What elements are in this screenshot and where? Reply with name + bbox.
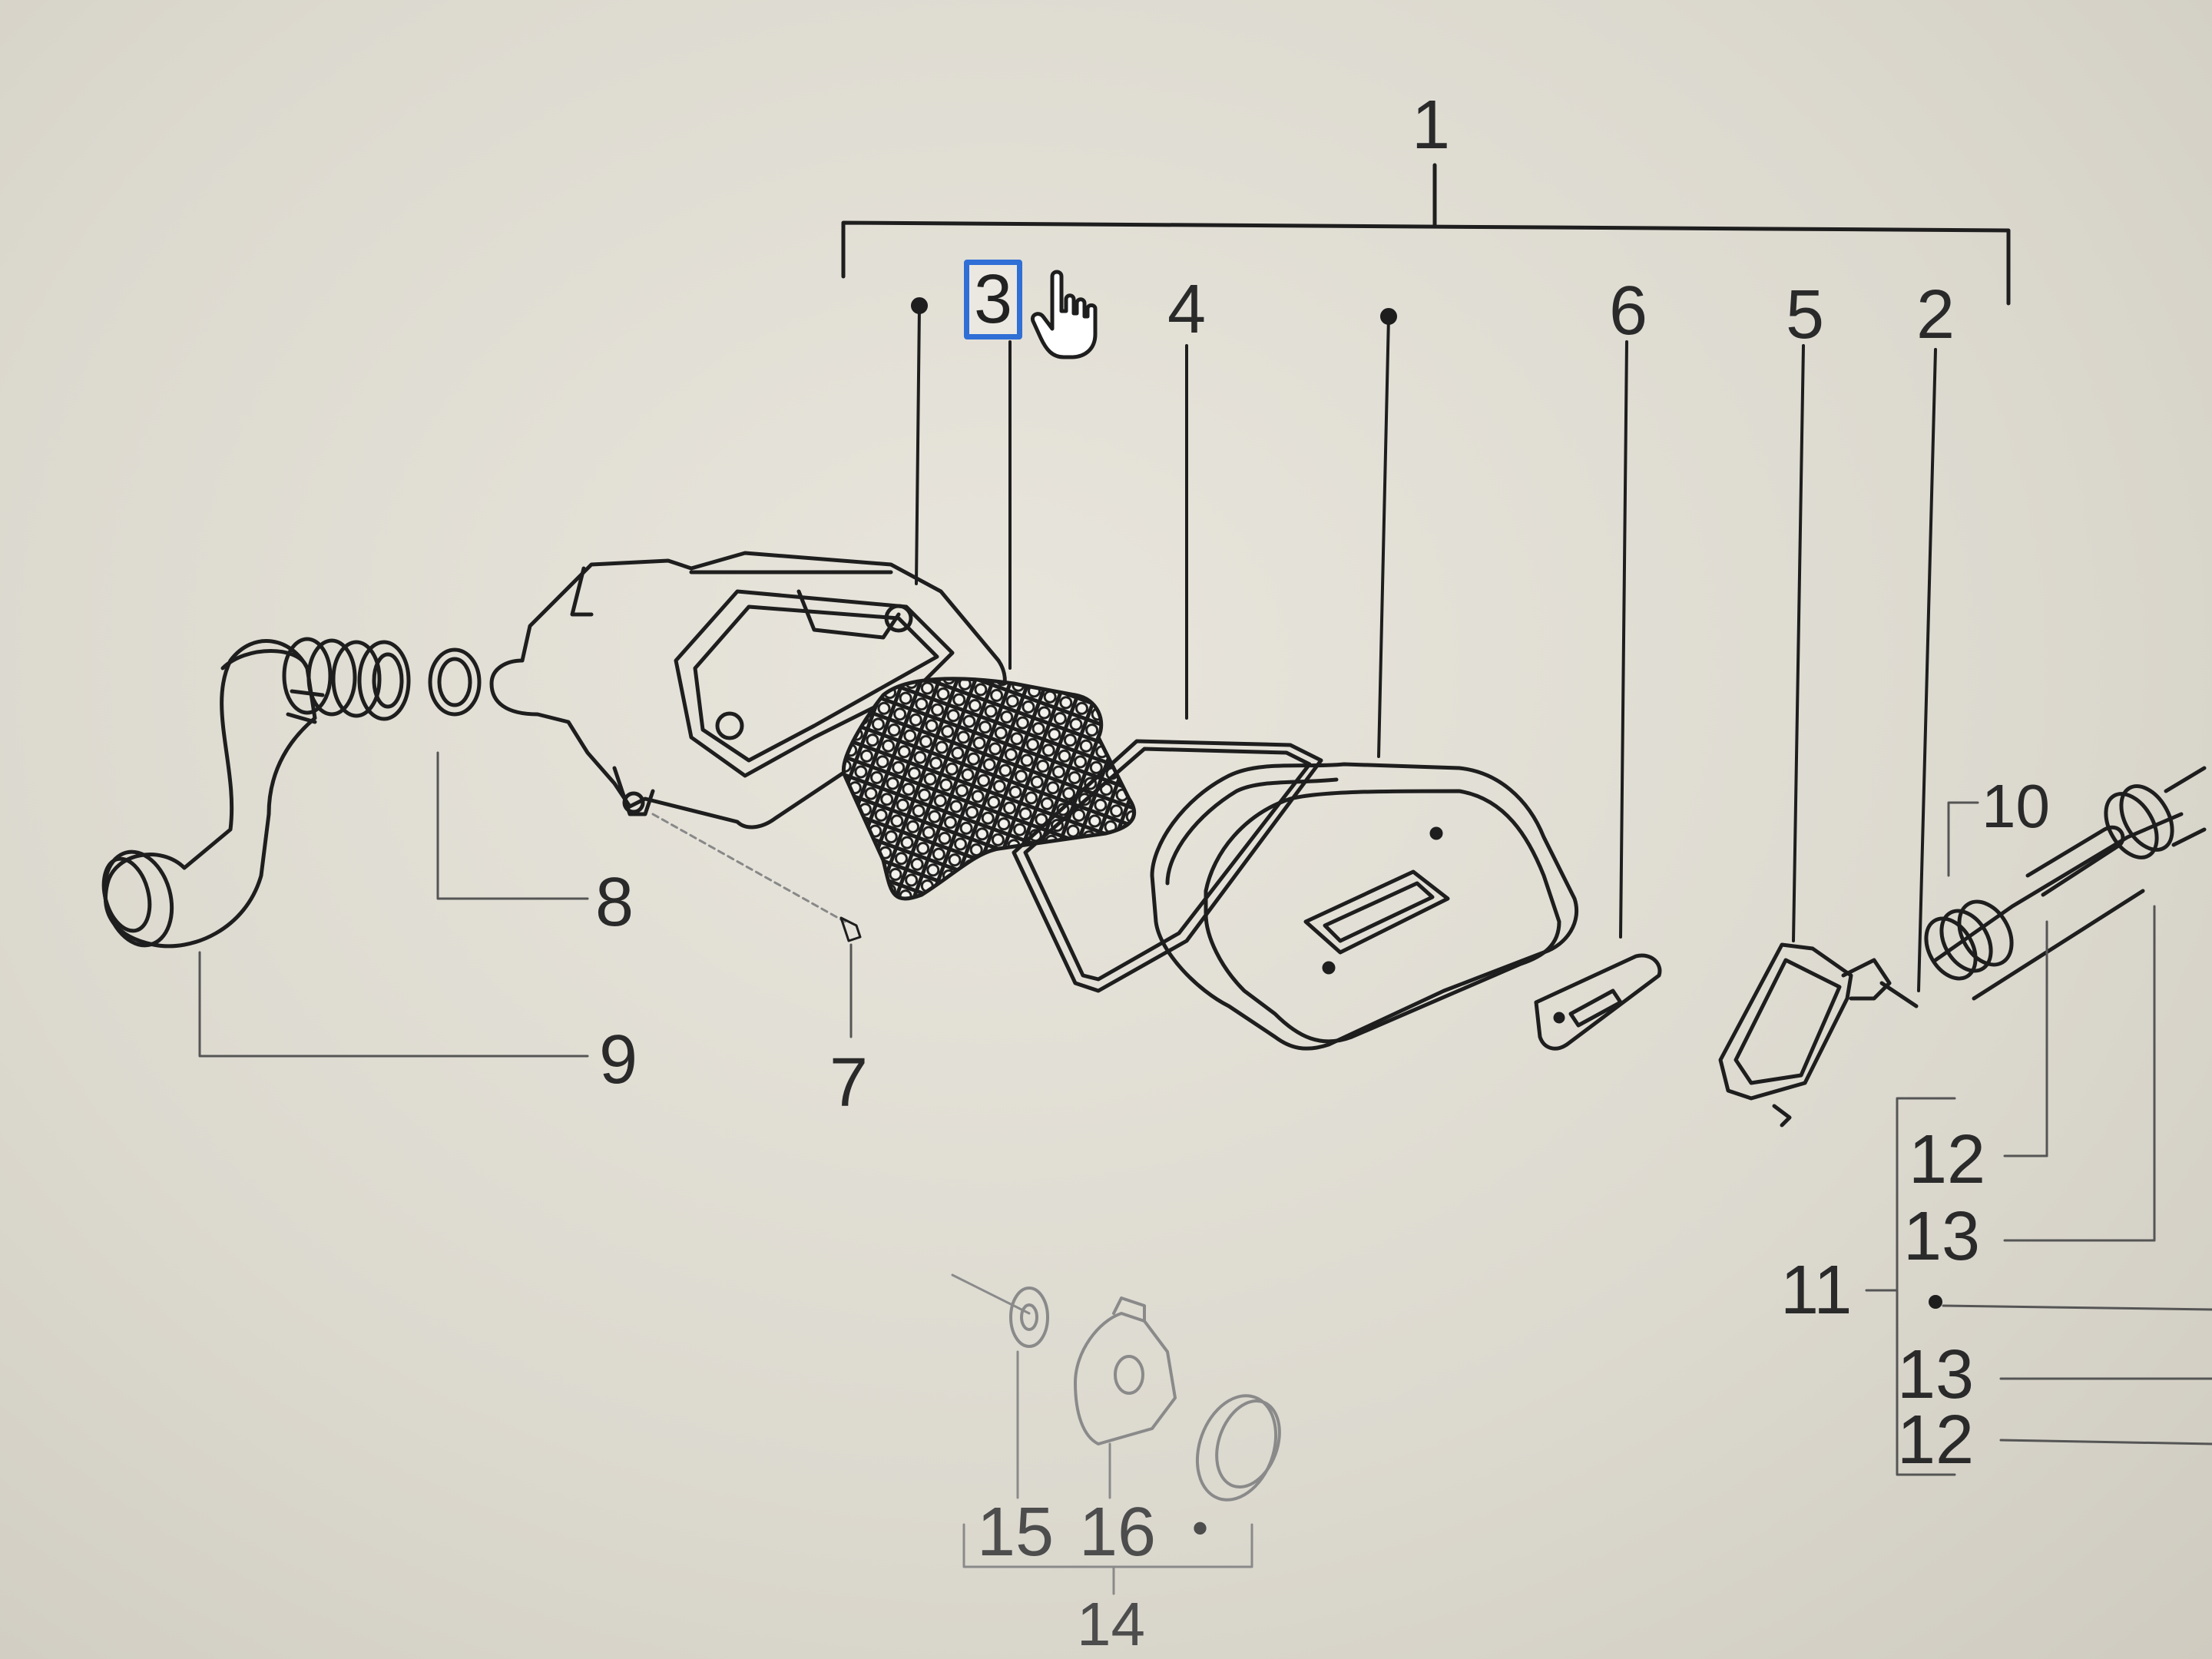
group-11-bracket xyxy=(1865,1097,2212,1476)
filter-cover xyxy=(1150,762,1579,1051)
callout-8[interactable]: 8 xyxy=(595,864,634,941)
clamp-ring xyxy=(428,647,482,717)
callout-16[interactable]: 16 xyxy=(1079,1494,1157,1571)
intake-hose xyxy=(101,637,411,949)
callout-14[interactable]: 14 xyxy=(1077,1590,1145,1658)
callout-10[interactable]: 10 xyxy=(1982,772,2050,840)
callout-15[interactable]: 15 xyxy=(977,1494,1055,1571)
screw xyxy=(651,813,862,1038)
reed-valve xyxy=(1718,942,1919,1128)
small-plate xyxy=(1534,953,1662,1051)
leader-lines xyxy=(911,297,1937,992)
callout-12-bottom[interactable]: 12 xyxy=(1897,1402,1975,1479)
filter-mesh xyxy=(842,677,1136,901)
lower-assembly xyxy=(951,1273,1281,1595)
gasket xyxy=(1012,739,1323,993)
callout-3[interactable]: 3 xyxy=(964,260,1023,339)
callout-6[interactable]: 6 xyxy=(1609,273,1648,349)
callout-2[interactable]: 2 xyxy=(1916,276,1955,353)
callout-9[interactable]: 9 xyxy=(599,1022,638,1098)
callout-7[interactable]: 7 xyxy=(830,1045,869,1121)
callout-13-bottom[interactable]: 13 xyxy=(1897,1336,1975,1413)
hand-pointer-icon xyxy=(1030,270,1098,359)
callout-1[interactable]: 1 xyxy=(1412,87,1451,164)
callout-dot-14: • xyxy=(1192,1502,1209,1554)
intake-pipe xyxy=(1924,766,2207,1242)
callout-13-top[interactable]: 13 xyxy=(1903,1198,1981,1275)
callout-4[interactable]: 4 xyxy=(1167,271,1207,348)
callout-12-top[interactable]: 12 xyxy=(1909,1121,1986,1198)
assembly-bracket xyxy=(841,163,2011,306)
callout-5[interactable]: 5 xyxy=(1786,276,1825,353)
callout-11[interactable]: 11 xyxy=(1780,1252,1853,1329)
